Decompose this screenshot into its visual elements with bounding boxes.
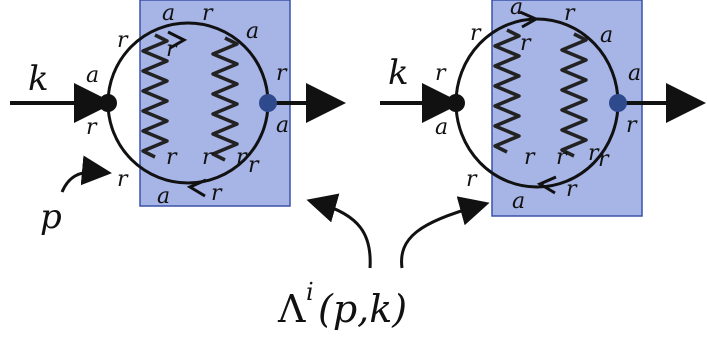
pointer-arrow-to-right-box xyxy=(400,196,490,269)
bottom-label-4: r xyxy=(248,153,260,178)
bottom-label-3: r xyxy=(211,181,223,206)
top-label-right-4: a xyxy=(600,23,613,48)
right-vertex-top-label-right: a xyxy=(628,61,641,86)
left-vertex-dot-right xyxy=(447,94,465,112)
rung-label-right-1: r xyxy=(520,31,532,56)
vertex-function-formula: Λ i (p,k) xyxy=(277,278,407,331)
bottom-label-right-2: a xyxy=(512,189,525,214)
right-vertex-bottom-label: a xyxy=(276,113,289,138)
diagram-left: a r r a r a r r a r r a r r r r k p xyxy=(10,0,346,237)
vertex-function-args: (p,k) xyxy=(318,287,407,331)
right-vertex-dot-right xyxy=(609,94,627,112)
rung-label-right-2: r xyxy=(524,145,536,170)
rung-label-3: r xyxy=(202,145,214,170)
right-vertex-bottom-label-right: r xyxy=(626,113,638,138)
top-label-3: r xyxy=(202,1,214,26)
rung-label-right-4: r xyxy=(588,141,600,166)
rung-spring-right-1 xyxy=(493,28,521,154)
bottom-propagator-arrow-right xyxy=(536,175,557,195)
momentum-k-label-left: k xyxy=(28,59,49,99)
pointer-arrow-to-left-box xyxy=(306,193,372,269)
loop-momentum-p-label: p xyxy=(40,197,62,237)
rung-label-4: r xyxy=(236,145,248,170)
bottom-label-right-1: r xyxy=(466,167,478,192)
rung-label-right-3: r xyxy=(556,145,568,170)
left-vertex-top-label-right: r xyxy=(435,61,447,86)
bottom-label-2: a xyxy=(157,184,170,209)
diagram-right: r a r a r a a r a r r r r r r r k xyxy=(380,0,706,217)
rung-spring-left-1 xyxy=(141,33,169,159)
top-label-1: r xyxy=(117,28,129,53)
top-propagator-arrow-right xyxy=(519,10,540,29)
right-vertex-top-label: r xyxy=(276,61,288,86)
rung-label-2: r xyxy=(166,145,178,170)
top-label-right-1: r xyxy=(470,21,482,46)
rung-spring-left-2 xyxy=(211,36,239,162)
right-vertex-dot xyxy=(259,94,277,112)
bottom-label-1: r xyxy=(117,167,129,192)
rung-label-1: r xyxy=(166,37,178,62)
vertex-function-symbol: Λ xyxy=(277,287,306,331)
rung-spring-right-2 xyxy=(560,32,588,158)
top-label-right-2: a xyxy=(510,0,523,20)
top-label-4: a xyxy=(246,19,259,44)
left-vertex-top-label: a xyxy=(86,63,99,88)
top-label-right-3: r xyxy=(564,1,576,26)
bottom-label-right-3: r xyxy=(566,177,578,202)
left-vertex-bottom-label-right: a xyxy=(435,115,448,140)
left-vertex-dot xyxy=(99,94,117,112)
momentum-k-label-right: k xyxy=(388,53,409,93)
bottom-propagator-arrow-left xyxy=(186,178,207,198)
p-pointer-arrow xyxy=(60,155,112,193)
top-label-2: a xyxy=(162,1,175,26)
left-vertex-bottom-label: r xyxy=(86,115,98,140)
top-propagator-arrow-left xyxy=(167,30,188,50)
bottom-label-right-4: r xyxy=(598,147,610,172)
vertex-function-superscript: i xyxy=(306,278,314,306)
